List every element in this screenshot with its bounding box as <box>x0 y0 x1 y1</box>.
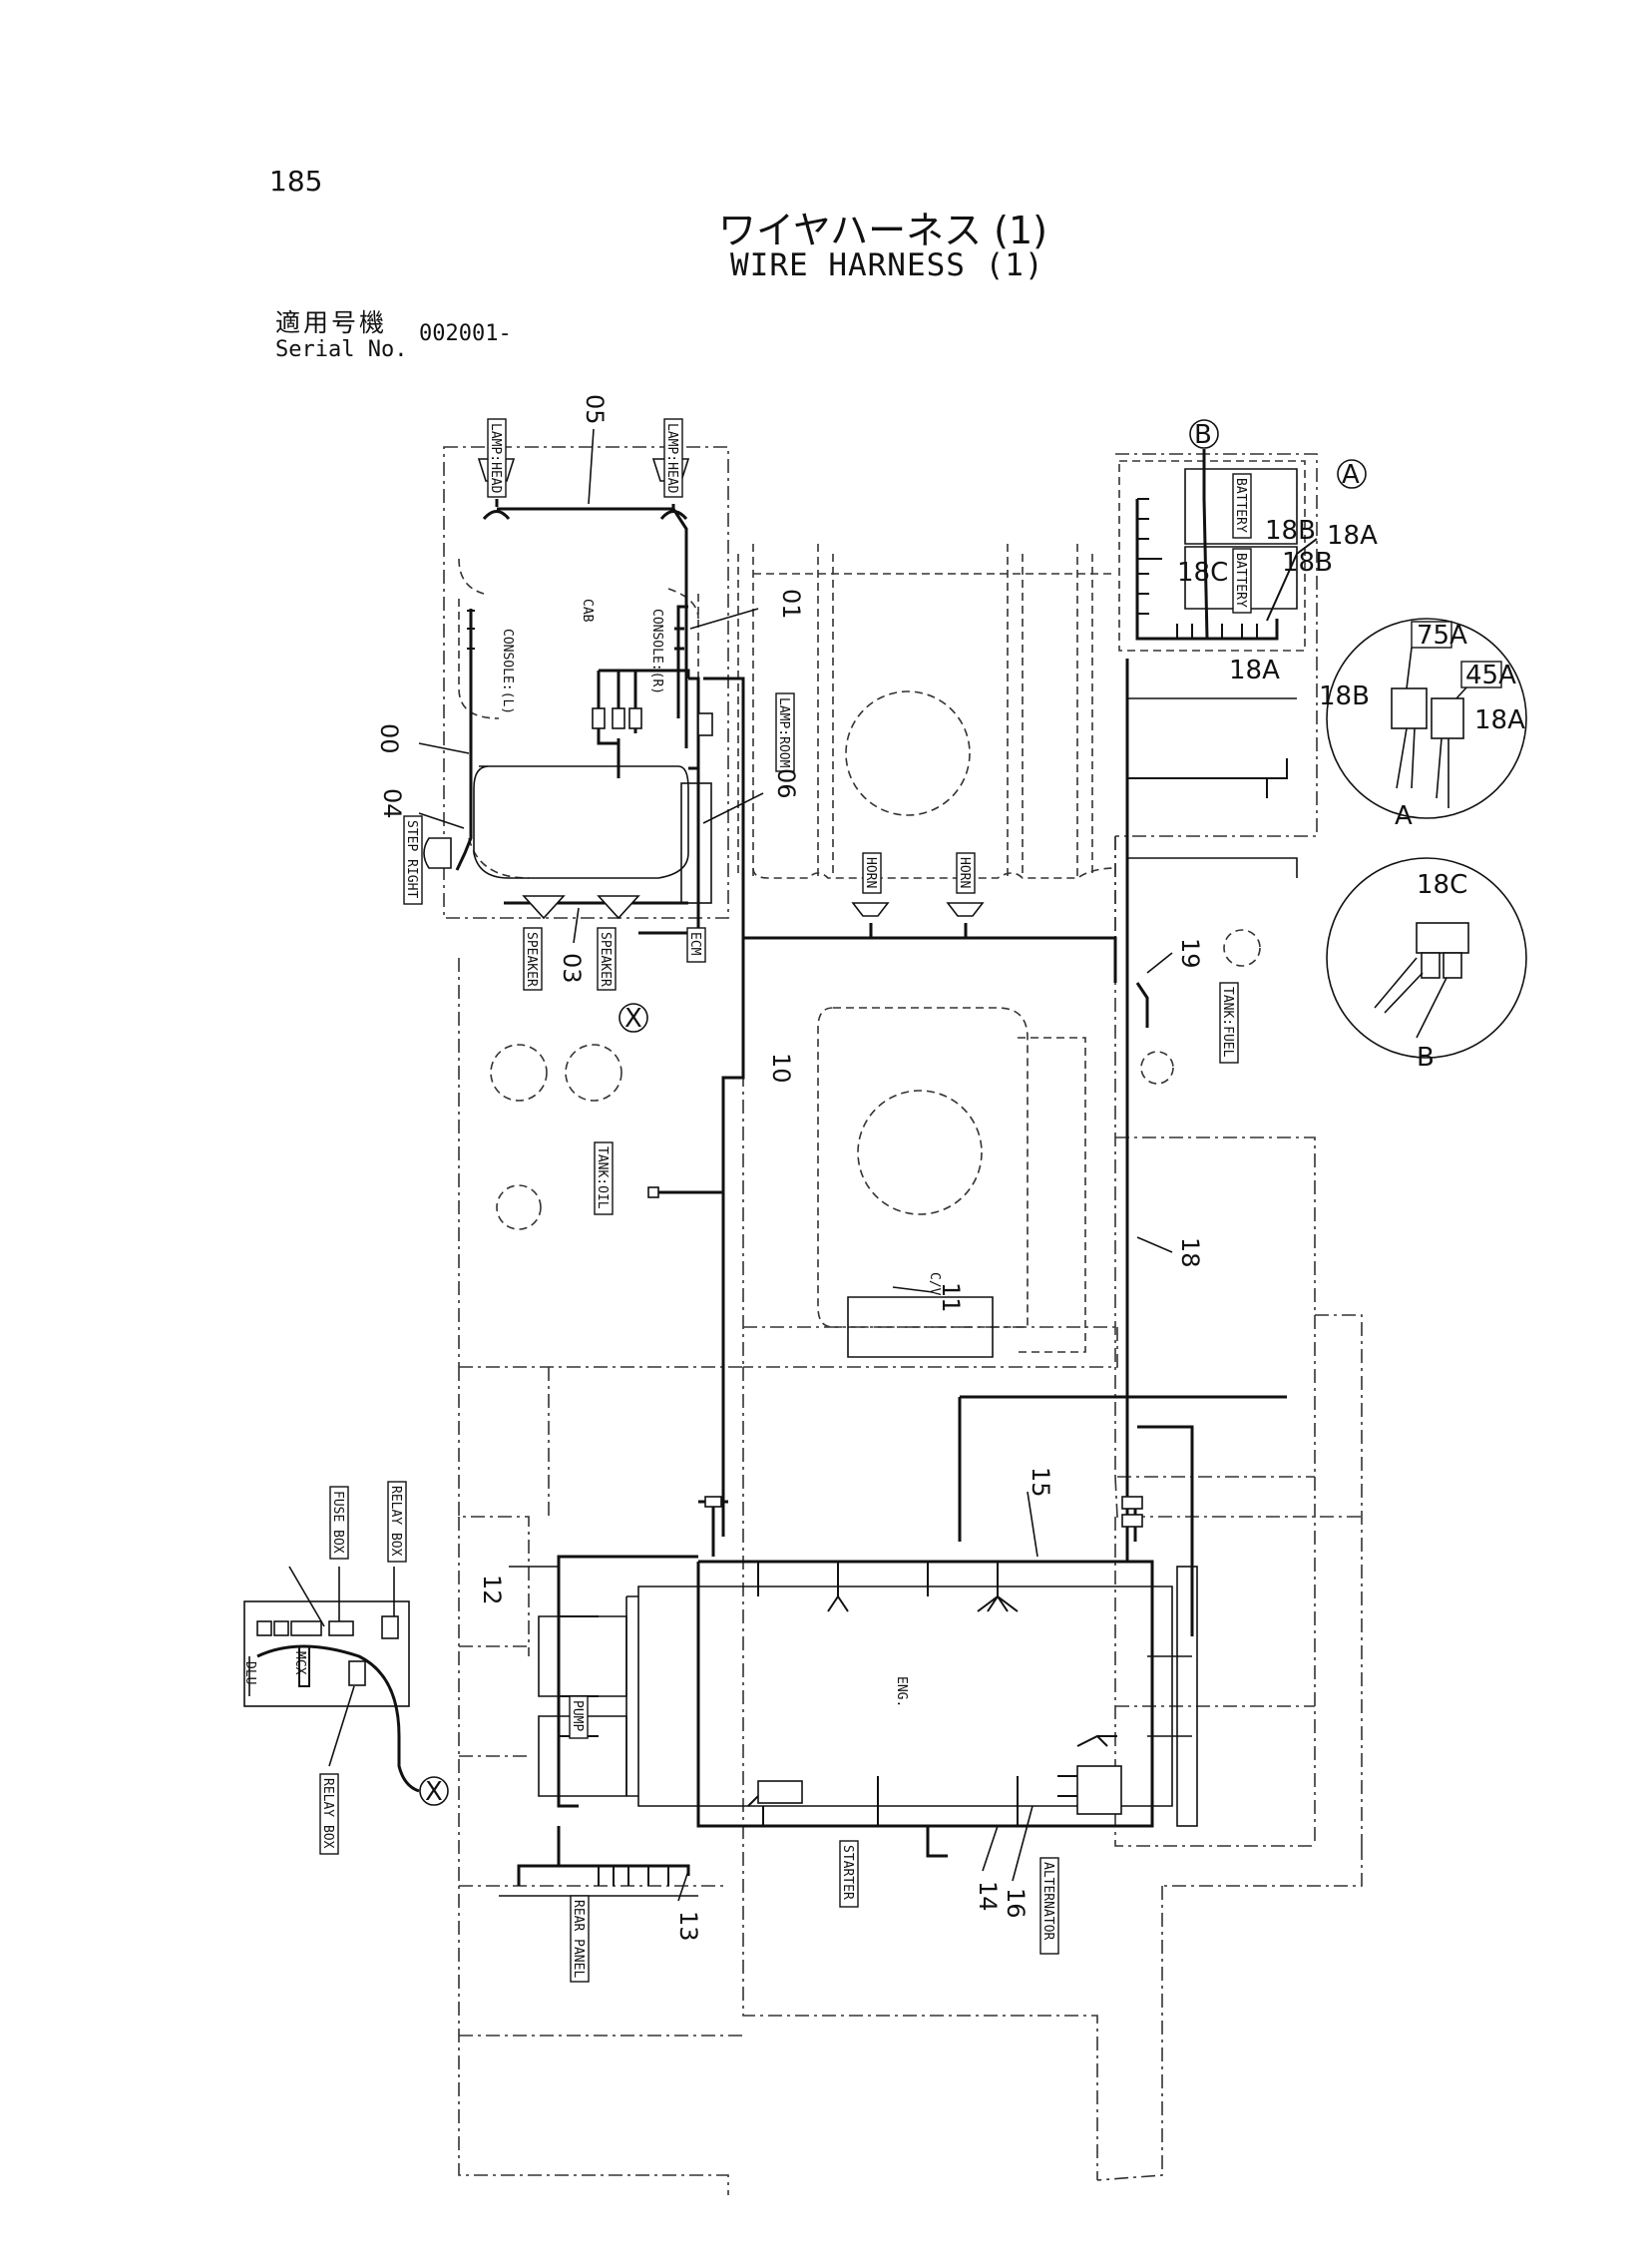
part-19: 19 <box>1176 938 1204 969</box>
label-rear-panel: REAR PANEL <box>571 1900 586 1978</box>
part-12: 13 <box>674 1911 702 1942</box>
serial-value: 002001- <box>419 321 512 346</box>
part-18: 18 <box>1176 1237 1204 1268</box>
label-speaker-2: SPEAKER <box>598 932 613 987</box>
serial-label-japanese: 適用号機 <box>275 308 388 337</box>
label-relay-box-1: RELAY BOX <box>388 1486 403 1557</box>
callout-18B-3: 18B <box>1319 681 1370 711</box>
part-16: 16 <box>1002 1888 1030 1919</box>
engine-harness <box>499 1395 1287 1897</box>
machine-frame-outline <box>443 446 1363 2195</box>
page-number: 185 <box>269 165 323 198</box>
detail-inset-A <box>1326 618 1527 819</box>
component-labels: LAMP:HEAD LAMP:HEAD CAB CONSOLE:(L) CONS… <box>242 418 1252 1983</box>
label-cpu: C/V <box>927 1272 942 1296</box>
label-mcx: MCX <box>292 1651 307 1675</box>
callouts: B A 18B 18B 18A 18C 18A 75A 45A 18B 18A … <box>425 420 1525 1807</box>
part-05: 05 <box>581 394 609 425</box>
part-11: 11 <box>937 1282 965 1313</box>
part-03: 03 <box>558 953 586 984</box>
label-horn-2: HORN <box>957 857 972 888</box>
label-dlu: DLU <box>242 1661 257 1684</box>
label-lamp-head-1: LAMP:HEAD <box>488 423 503 494</box>
label-tank-fuel: TANK:FUEL <box>1220 987 1235 1058</box>
label-lamp-head-2: LAMP:HEAD <box>664 423 679 494</box>
cab-harness <box>423 458 1117 1537</box>
title-japanese: ワイヤハーネス (1) <box>718 209 1048 252</box>
label-step-right: STEP RIGHT <box>404 820 419 898</box>
callout-75A: 75A <box>1417 621 1467 651</box>
label-fuse-box: FUSE BOX <box>330 1491 345 1554</box>
label-ecm: ECM <box>687 932 702 956</box>
part-01: 01 <box>777 589 805 620</box>
label-eng: ENG. <box>894 1676 909 1707</box>
label-speaker-1: SPEAKER <box>524 932 539 987</box>
callout-18B-2: 18B <box>1282 548 1333 578</box>
part-00: 00 <box>375 723 403 754</box>
callout-45A: 45A <box>1465 661 1516 690</box>
part-06: 04 <box>378 788 406 819</box>
label-tank-oil: TANK:OIL <box>595 1146 610 1209</box>
callout-18A-2: 18A <box>1229 656 1280 685</box>
callout-B: B <box>1194 420 1212 450</box>
callout-B-inset: B <box>1417 1043 1435 1073</box>
callout-18A-1: 18A <box>1327 521 1378 551</box>
label-relay-box-2: RELAY BOX <box>320 1778 335 1849</box>
label-horn-1: HORN <box>863 857 878 888</box>
detail-inset-B <box>1326 857 1527 1059</box>
label-cab: CAB <box>580 599 595 623</box>
label-console-right: CONSOLE:(R) <box>649 609 664 694</box>
part-10: 10 <box>767 1053 795 1084</box>
label-starter: STARTER <box>840 1845 855 1900</box>
serial-label-english: Serial No. <box>275 337 408 362</box>
callout-18C-2: 18C <box>1417 870 1467 900</box>
part-04: 06 <box>772 768 800 799</box>
callout-A: A <box>1342 460 1360 490</box>
part-13: 12 <box>478 1575 506 1605</box>
label-battery-2: BATTERY <box>1233 553 1248 608</box>
label-pump: PUMP <box>570 1700 585 1731</box>
part-14: 14 <box>974 1881 1002 1912</box>
callout-X-2: X <box>425 1777 443 1807</box>
part-numbers: 05 01 00 04 06 03 10 11 18 19 15 12 13 1… <box>375 394 1204 1942</box>
label-console-left: CONSOLE:(L) <box>500 629 515 714</box>
callout-X-1: X <box>624 1004 642 1034</box>
callout-18A-3: 18A <box>1474 705 1525 735</box>
fuse-box-harness <box>243 1003 648 1806</box>
label-battery-1: BATTERY <box>1233 478 1248 533</box>
callout-A-inset: A <box>1395 801 1413 831</box>
label-alternator: ALTERNATOR <box>1040 1862 1055 1940</box>
part-15: 15 <box>1027 1467 1054 1498</box>
label-lamp-room: LAMP:ROOM <box>776 697 791 768</box>
callout-18C-1: 18C <box>1177 558 1228 588</box>
callout-18B-1: 18B <box>1265 516 1316 546</box>
title-english: WIRE HARNESS (1) <box>730 247 1044 283</box>
